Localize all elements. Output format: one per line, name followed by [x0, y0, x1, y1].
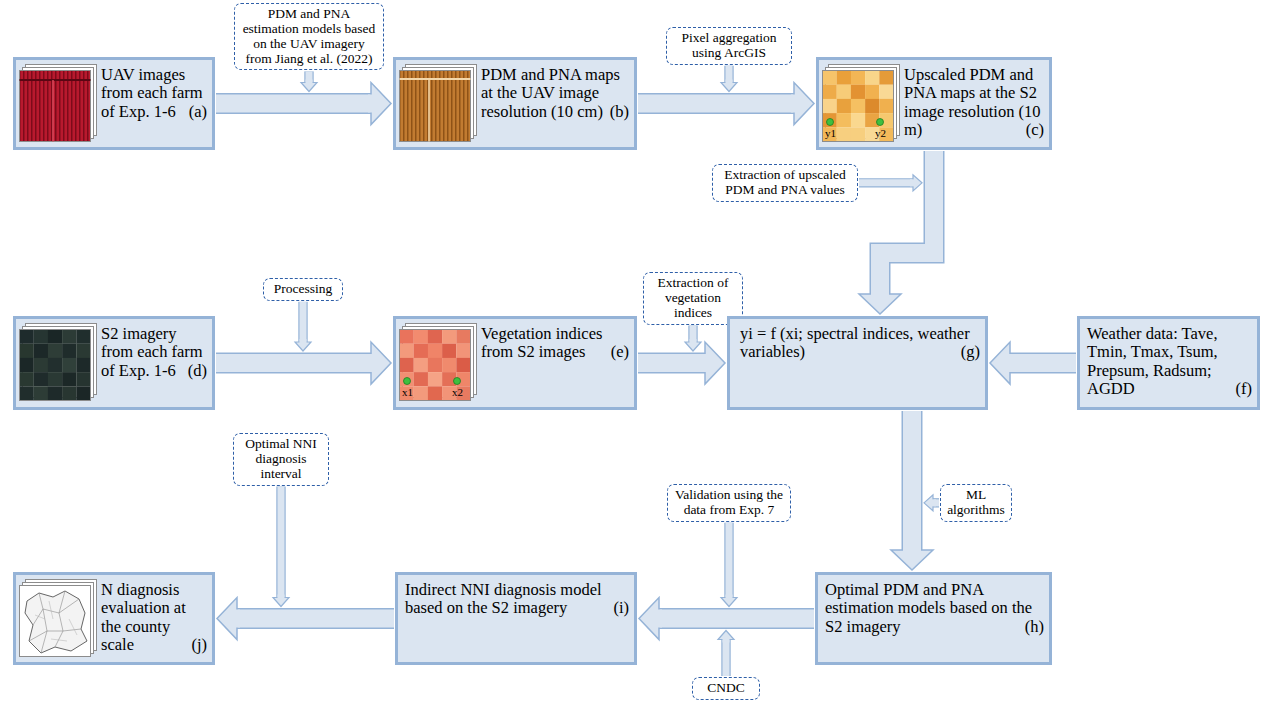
- flow-arrow: [891, 411, 933, 570]
- process-box: Vegetation indices from S2 images (e) x1 x2: [393, 316, 637, 410]
- pointer-arrow: [295, 302, 311, 351]
- note-text: CNDC: [707, 680, 745, 695]
- process-box: S2 imagery from each farm of Exp. 1-6(d): [13, 316, 215, 410]
- note-box: Optimal NNI diagnosis interval: [233, 433, 329, 486]
- process-box: PDM and PNA maps at the UAV image resolu…: [393, 57, 637, 150]
- process-box: N diagnosis evaluation at the county sca…: [13, 572, 215, 665]
- note-box: ML algorithms: [940, 484, 1012, 522]
- point-label: x1: [402, 387, 413, 398]
- panel-letter: (a): [189, 103, 207, 121]
- point-label: x2: [452, 387, 463, 398]
- pointer-arrow: [273, 487, 289, 607]
- process-box: Upscaled PDM and PNA maps at the S2 imag…: [816, 57, 1052, 150]
- pdm-map-thumbnail: [399, 64, 477, 144]
- box-text: Vegetation indices from S2 images: [481, 324, 602, 361]
- panel-letter: (h): [1025, 618, 1044, 636]
- panel-letter: (d): [188, 362, 207, 380]
- note-text: Extraction of upscaled PDM and PNA value…: [724, 167, 845, 197]
- box-text: S2 imagery from each farm of Exp. 1-6: [101, 324, 203, 380]
- flow-arrow: [859, 151, 934, 314]
- pointer-arrow: [721, 523, 737, 607]
- point-label: y2: [875, 128, 886, 139]
- pointer-arrow: [718, 631, 734, 677]
- process-box: yi = f (xi; spectral indices, weather va…: [727, 316, 988, 410]
- note-box: Pixel aggregation using ArcGIS: [666, 27, 792, 65]
- county-map-thumbnail: [19, 579, 97, 659]
- box-text: Optimal PDM and PNA estimation models ba…: [825, 580, 1032, 636]
- pointer-arrow: [859, 175, 922, 191]
- pointer-arrow: [301, 71, 317, 91]
- pointer-arrow: [685, 326, 701, 351]
- note-box: Validation using the data from Exp. 7: [667, 484, 791, 522]
- process-box: Optimal PDM and PNA estimation models ba…: [815, 572, 1052, 665]
- flow-arrow: [217, 598, 394, 640]
- pointer-arrow: [721, 66, 737, 92]
- flow-arrow: [990, 342, 1076, 384]
- note-text: PDM and PNA estimation models based on t…: [243, 6, 376, 66]
- note-text: ML algorithms: [947, 487, 1005, 517]
- flow-arrow: [216, 83, 391, 125]
- process-box: Indirect NNI diagnosis model based on th…: [395, 572, 637, 665]
- point-label: y1: [825, 128, 836, 139]
- note-text: Pixel aggregation using ArcGIS: [682, 30, 777, 60]
- note-text: Optimal NNI diagnosis interval: [245, 436, 317, 481]
- pointer-arrow: [924, 495, 939, 511]
- box-text: yi = f (xi; spectral indices, weather va…: [740, 324, 970, 361]
- box-text: Upscaled PDM and PNA maps at the S2 imag…: [904, 65, 1041, 139]
- note-text: Validation using the data from Exp. 7: [675, 487, 783, 517]
- uav-thumbnail: [19, 64, 97, 144]
- note-text: Processing: [274, 281, 333, 296]
- panel-letter: (b): [610, 103, 629, 121]
- note-box: Processing: [263, 278, 343, 301]
- process-box: Weather data: Tave, Tmin, Tmax, Tsum, Pr…: [1077, 316, 1260, 410]
- flow-arrow: [638, 342, 725, 384]
- box-text: Indirect NNI diagnosis model based on th…: [405, 580, 602, 617]
- flow-arrow: [639, 598, 814, 640]
- note-box: CNDC: [692, 677, 760, 700]
- note-text: Extraction of vegetation indices: [658, 275, 729, 320]
- note-box: PDM and PNA estimation models based on t…: [234, 3, 384, 70]
- panel-letter: (i): [613, 599, 629, 617]
- process-box: UAV images from each farm of Exp. 1-6(a): [13, 57, 215, 150]
- box-text: PDM and PNA maps at the UAV image resolu…: [481, 65, 620, 121]
- panel-letter: (g): [961, 343, 980, 361]
- box-text: Weather data: Tave, Tmin, Tmax, Tsum, Pr…: [1087, 324, 1218, 398]
- note-box: Extraction of upscaled PDM and PNA value…: [712, 164, 858, 202]
- panel-letter: (f): [1236, 380, 1252, 398]
- panel-letter: (c): [1026, 121, 1044, 139]
- flow-arrow: [216, 342, 391, 384]
- panel-letter: (j): [191, 636, 207, 654]
- s2-image-thumbnail: [19, 323, 97, 403]
- box-text: N diagnosis evaluation at the county sca…: [101, 580, 186, 654]
- panel-letter: (e): [611, 343, 629, 361]
- box-text: UAV images from each farm of Exp. 1-6: [101, 65, 203, 121]
- flow-arrow: [638, 83, 814, 125]
